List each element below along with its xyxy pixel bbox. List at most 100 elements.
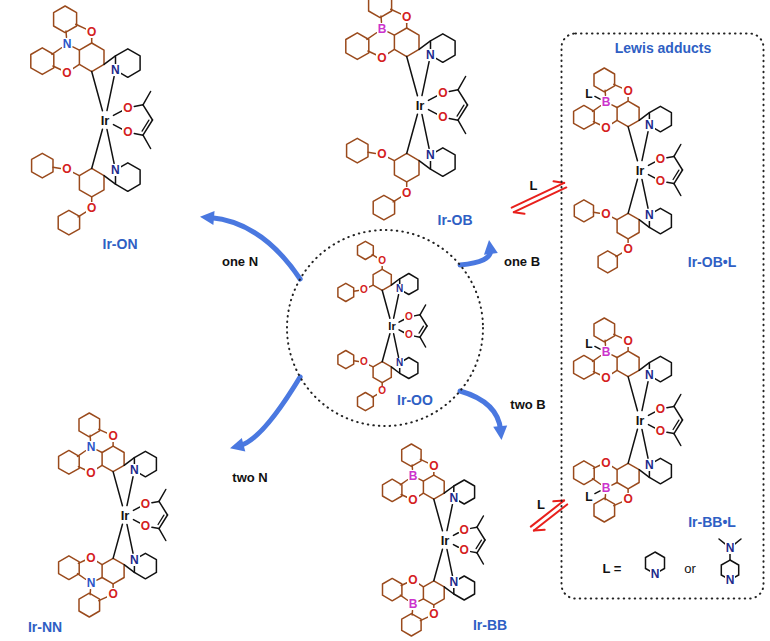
double-bond-line xyxy=(158,515,164,524)
atom-label: O xyxy=(85,552,96,564)
bond-line xyxy=(143,135,151,148)
bond-line xyxy=(354,360,359,362)
bond-line xyxy=(554,181,565,183)
bond-line xyxy=(458,90,468,105)
atom-label: or xyxy=(683,562,697,575)
bond-line xyxy=(420,337,426,347)
atom-label: O xyxy=(359,285,369,295)
atom-label: N xyxy=(110,64,121,76)
molecule-name: Ir-BB•L xyxy=(688,514,736,530)
atom-label: O xyxy=(86,26,97,38)
bond-line xyxy=(447,549,452,575)
benzene-ring xyxy=(574,200,593,222)
benzene-ring xyxy=(79,413,100,437)
bond-line xyxy=(420,326,427,337)
atom-label: N xyxy=(395,358,404,368)
atom-label: O xyxy=(600,372,611,384)
bond-line xyxy=(595,96,600,99)
bond-line xyxy=(78,451,86,457)
bond-line xyxy=(420,459,427,462)
double-bond-line xyxy=(419,326,423,333)
bond-line xyxy=(97,465,103,469)
benzene-ring xyxy=(102,446,124,472)
bond-line xyxy=(458,105,468,120)
benzene-ring xyxy=(79,43,104,72)
benzene-ring xyxy=(400,274,418,295)
bond-line xyxy=(143,105,153,120)
bond-line xyxy=(642,382,648,411)
bond-line xyxy=(477,540,485,553)
bond-line xyxy=(407,114,418,153)
benzene-ring xyxy=(134,451,156,477)
bond-line xyxy=(667,406,674,407)
bond-line xyxy=(112,584,114,588)
benzene-ring xyxy=(394,28,419,57)
molecule-group: Ir-NN xyxy=(0,400,230,641)
bond-line xyxy=(78,574,86,580)
bond-line xyxy=(113,524,122,558)
bond-line xyxy=(593,372,600,375)
bond-line xyxy=(419,493,424,496)
bond-line xyxy=(419,41,430,50)
dotted-circle: Ir-OO xyxy=(285,228,485,428)
molecule-name: Ir-BB xyxy=(473,617,507,633)
atom-label: O xyxy=(622,243,633,255)
bond-line xyxy=(124,458,134,466)
bond-line xyxy=(78,560,85,563)
bond-line xyxy=(112,443,114,447)
bond-line xyxy=(593,106,601,112)
bond-line xyxy=(514,212,525,214)
arrow-head xyxy=(484,240,498,255)
bond-line xyxy=(420,617,427,620)
atom-label: B xyxy=(601,346,612,358)
atom-label: O xyxy=(377,386,387,396)
bond-line xyxy=(107,129,114,163)
bond-line xyxy=(422,114,429,148)
atom-label: B xyxy=(408,470,419,482)
atom-label: N xyxy=(425,49,436,61)
bond-line xyxy=(381,383,383,386)
atom-label: N xyxy=(448,576,459,588)
bond-line xyxy=(648,175,654,178)
bond-line xyxy=(471,527,477,528)
bond-line xyxy=(627,239,629,243)
bond-line xyxy=(73,47,79,50)
atom-label: O xyxy=(140,498,151,510)
bond-line xyxy=(76,24,86,29)
bond-line xyxy=(642,132,648,161)
atom-label: N xyxy=(650,568,661,580)
bond-line xyxy=(380,16,382,22)
bond-line xyxy=(477,527,485,540)
edge-label: two B xyxy=(508,398,547,412)
atom-label: N xyxy=(86,441,97,453)
atom-label: L = xyxy=(602,562,623,575)
atom-label: N xyxy=(129,464,140,476)
atom-label: L xyxy=(584,491,593,503)
bond-line xyxy=(604,340,606,345)
atom-label: N xyxy=(644,209,655,221)
equilibrium-arrow xyxy=(512,181,567,213)
bond-line xyxy=(612,217,617,220)
benzene-ring xyxy=(369,0,392,18)
atom-label: Ir xyxy=(120,509,131,522)
bond-line xyxy=(127,477,133,506)
bond-line xyxy=(391,367,399,373)
bond-line xyxy=(433,605,435,608)
bond-line xyxy=(433,472,435,475)
bond-line xyxy=(104,56,115,65)
benzene-ring xyxy=(346,33,369,60)
bond-line xyxy=(434,499,443,531)
bond-line xyxy=(458,77,466,90)
benzene-ring xyxy=(31,48,54,75)
atom-label: L xyxy=(584,338,593,350)
benzene-ring xyxy=(574,355,595,379)
bond-line xyxy=(419,584,424,587)
benzene-ring xyxy=(454,576,475,600)
edge-label: two N xyxy=(230,471,269,485)
bond-line xyxy=(612,466,618,470)
bond-line xyxy=(453,545,458,548)
bond-line xyxy=(369,365,373,367)
bond-line xyxy=(614,84,622,88)
double-bond-line xyxy=(457,105,464,116)
